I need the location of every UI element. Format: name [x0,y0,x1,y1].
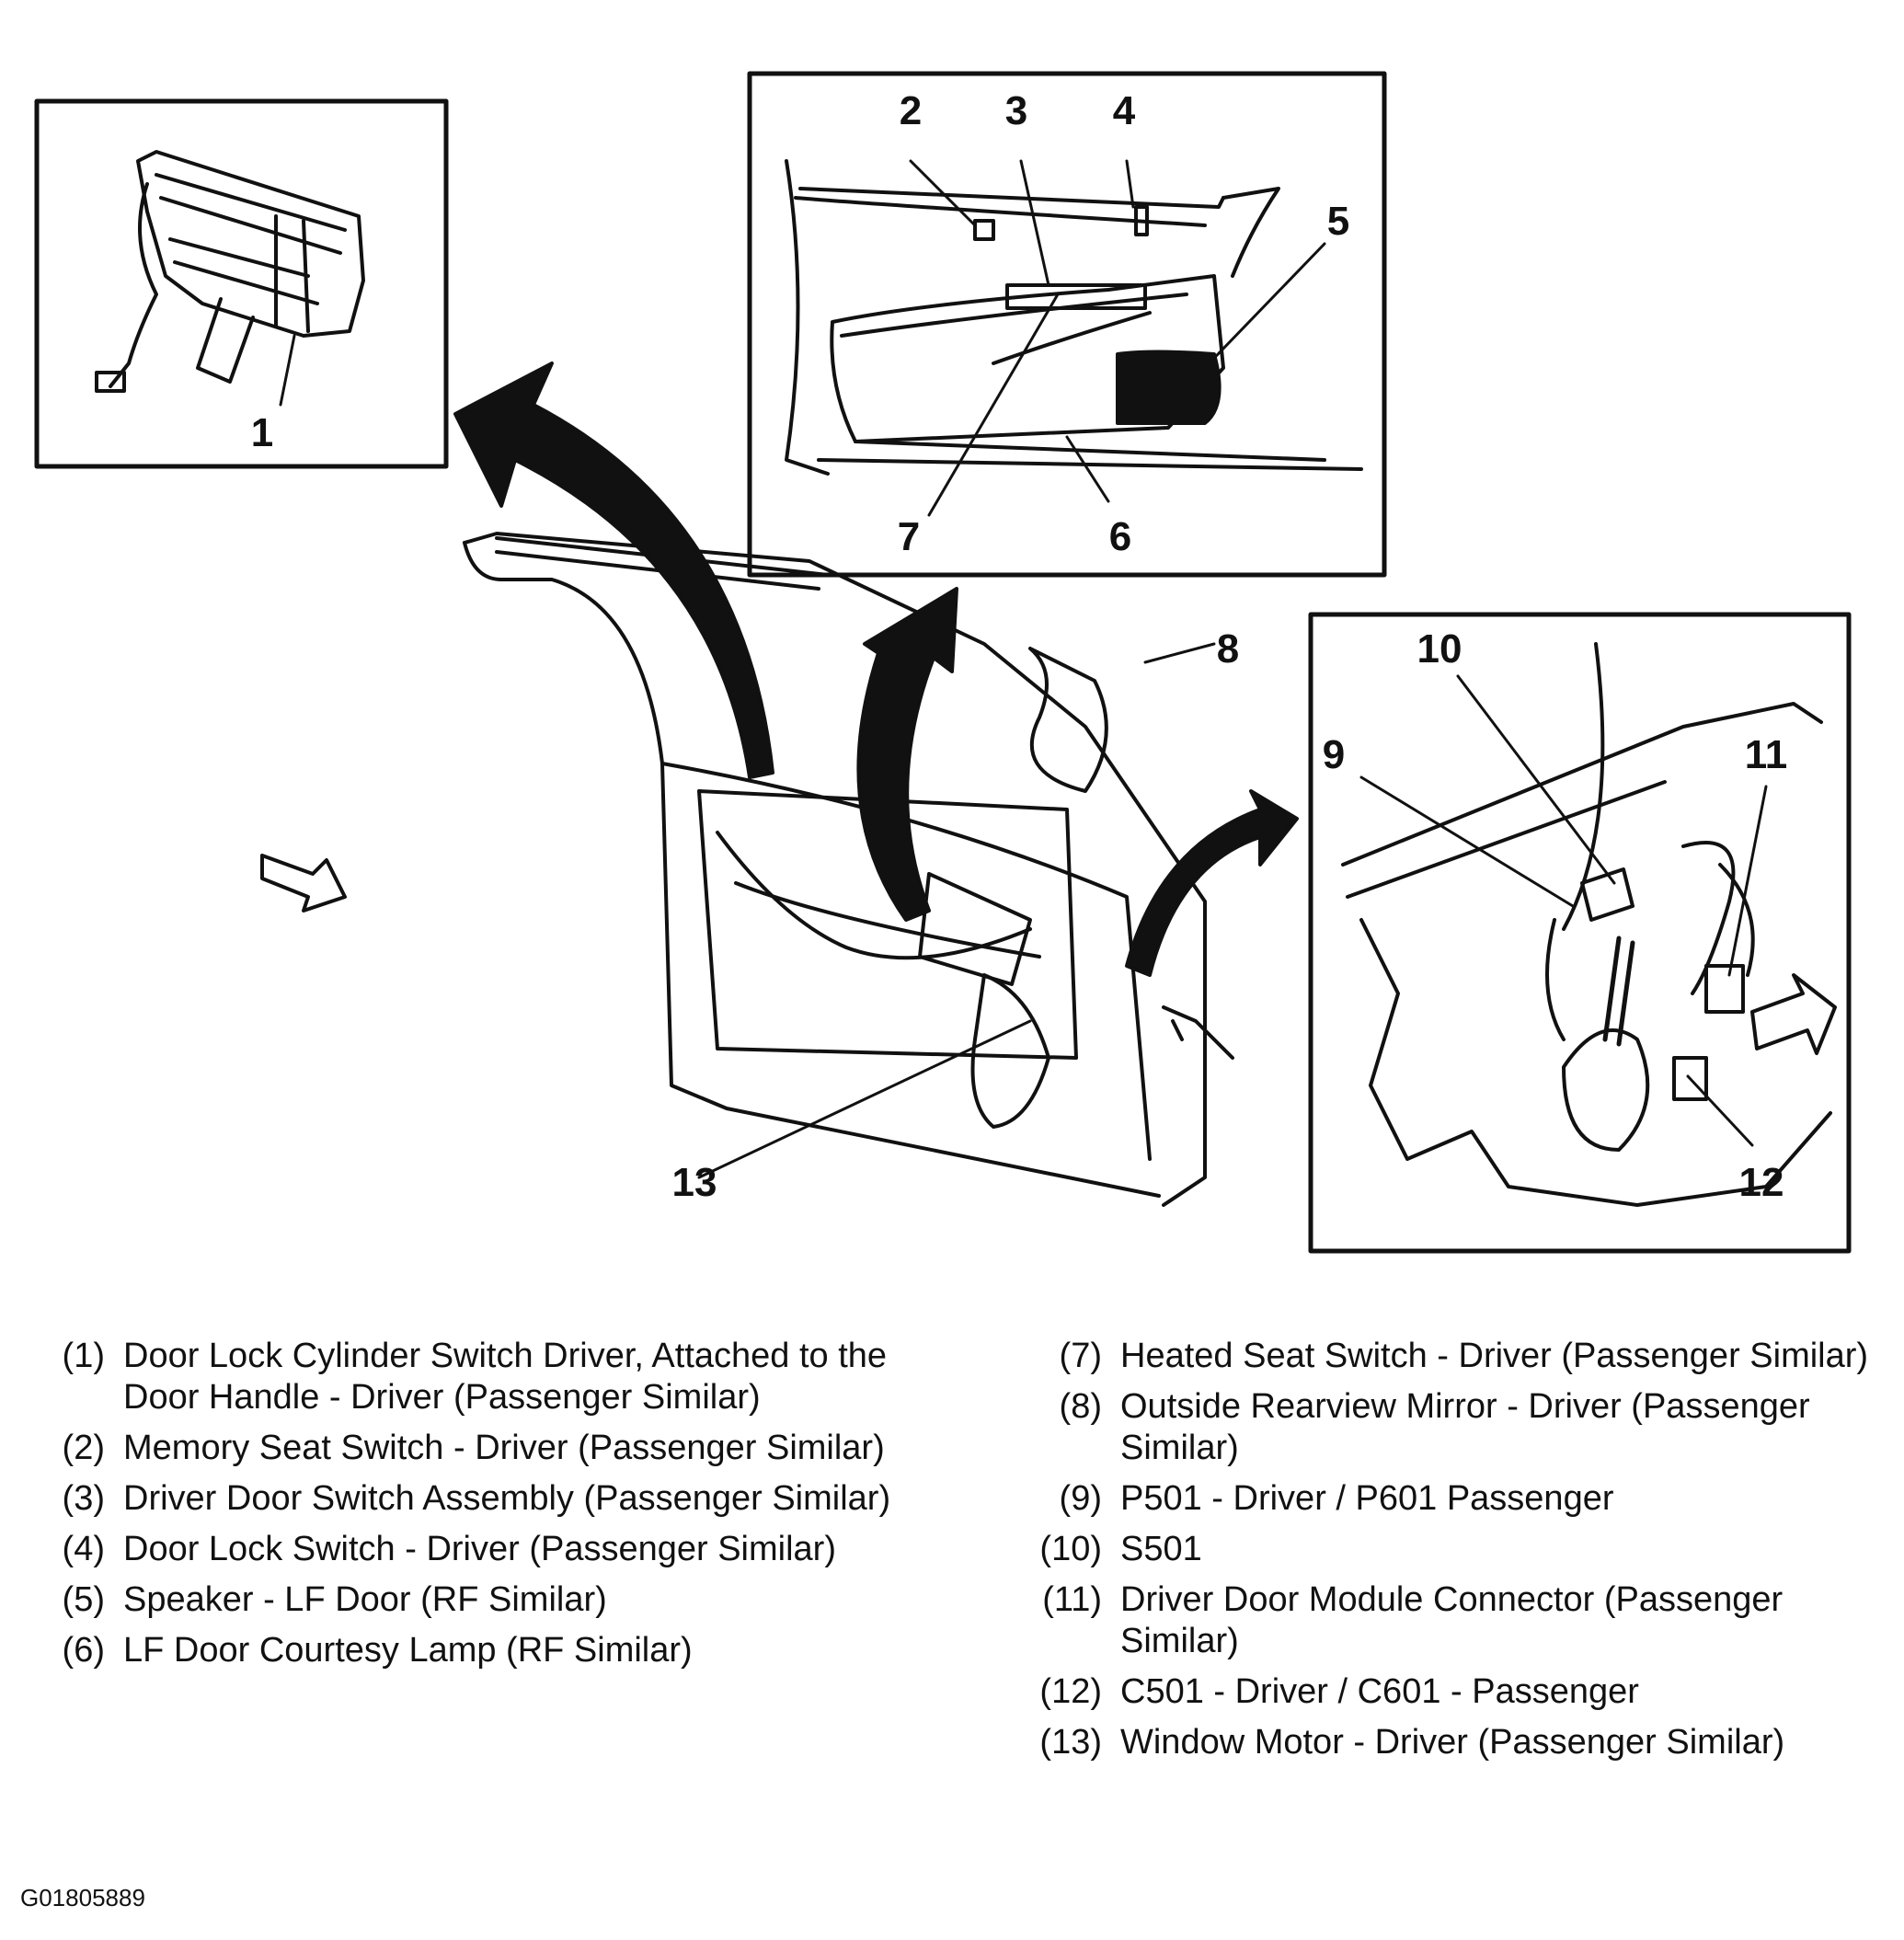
legend-item: (4)Door Lock Switch - Driver (Passenger … [62,1530,836,1568]
legend-right: (7)Heated Seat Switch - Driver (Passenge… [1028,1336,1893,1773]
legend-item: (8)Outside Rearview Mirror - Driver (Pas… [1059,1387,1810,1467]
door-trim-panel-inset [747,71,1387,578]
legend-item: (7)Heated Seat Switch - Driver (Passenge… [1059,1337,1869,1375]
callout-labels: 1 2 3 4 5 6 7 8 9 10 11 12 13 [251,88,1788,1205]
callout-4: 4 [1113,88,1136,133]
callout-11: 11 [1745,732,1788,777]
callout-8: 8 [1217,626,1239,672]
door-component-diagram: 1 2 3 4 5 6 7 8 9 10 11 12 13 [34,71,1852,1254]
door-handle-inset [34,98,449,469]
callout-3: 3 [1005,88,1027,133]
flow-arrows [453,362,1299,977]
legend-item: (9)P501 - Driver / P601 Passenger [1059,1479,1614,1518]
legend-item: (10)S501 [1039,1530,1202,1568]
callout-10: 10 [1417,626,1462,672]
legend-item: (2)Memory Seat Switch - Driver (Passenge… [62,1429,885,1467]
main-door-assembly [463,532,1234,1207]
legend-item: (1)Door Lock Cylinder Switch Driver, Att… [62,1337,888,1417]
legend-left: (1)Door Lock Cylinder Switch Driver, Att… [31,1336,905,1681]
orientation-arrow-left [260,854,347,913]
callout-13: 13 [672,1160,717,1205]
callout-12: 12 [1739,1160,1784,1205]
legend-item: (12)C501 - Driver / C601 - Passenger [1039,1672,1639,1711]
callout-9: 9 [1323,732,1345,777]
callout-2: 2 [900,88,922,133]
callout-6: 6 [1109,514,1131,559]
callout-1: 1 [251,410,273,455]
legend-item: (5)Speaker - LF Door (RF Similar) [62,1580,607,1619]
callout-7: 7 [898,514,920,559]
legend-item: (13)Window Motor - Driver (Passenger Sim… [1039,1723,1785,1762]
figure-id: G01805889 [20,1884,145,1911]
callout-5: 5 [1327,199,1349,244]
legend-item: (11)Driver Door Module Connector (Passen… [1042,1580,1784,1660]
door-module-inset [1308,612,1852,1254]
legend-item: (6)LF Door Courtesy Lamp (RF Similar) [62,1631,693,1670]
legend-item: (3)Driver Door Switch Assembly (Passenge… [62,1479,891,1518]
